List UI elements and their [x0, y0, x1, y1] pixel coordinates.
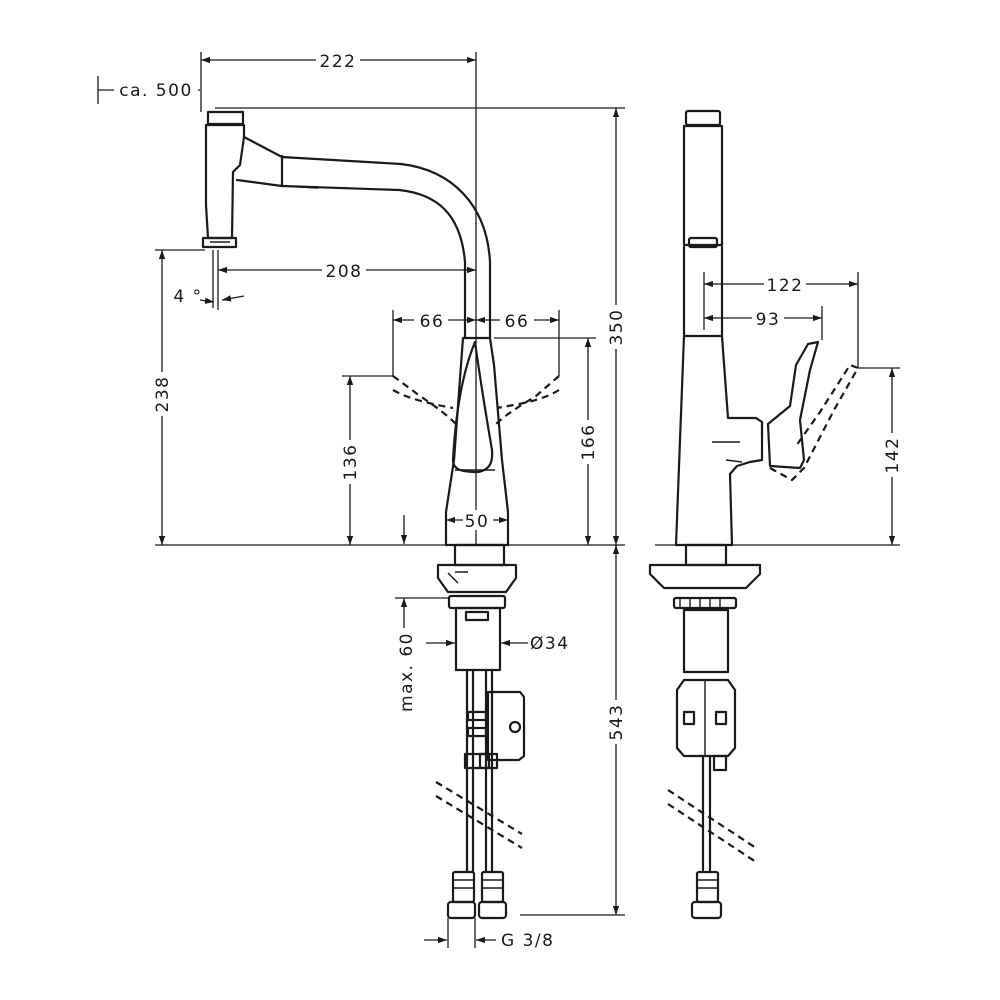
- mounting-assembly-side: [648, 543, 762, 920]
- spray-head-side: [682, 109, 724, 338]
- dim-g-3-8: G 3/8: [501, 931, 554, 951]
- dim-66-right: 66: [505, 312, 530, 332]
- dim-diameter-34: Ø34: [530, 634, 570, 654]
- dim-50: 50: [465, 512, 490, 532]
- dim-66-left: 66: [420, 312, 445, 332]
- dim-142: 142: [883, 437, 903, 474]
- mounting-assembly: [436, 543, 526, 920]
- lever-swing-left: [392, 375, 457, 425]
- dimension-labels: 222 ca. 500 208 4 ° 238 66 66 136 166 35…: [114, 50, 903, 951]
- dim-208: 208: [326, 262, 363, 282]
- hose-break-marks-side: [667, 789, 757, 863]
- lever-swing-right: [495, 375, 560, 425]
- dim-136: 136: [341, 444, 361, 481]
- dimension-lines: [97, 52, 900, 948]
- lever-swing-side: [769, 363, 860, 482]
- spray-head: [201, 110, 246, 249]
- dim-222: 222: [320, 52, 357, 72]
- front-view: [201, 110, 560, 920]
- dim-350: 350: [607, 309, 627, 346]
- side-view: [648, 109, 860, 920]
- spout: [235, 135, 492, 340]
- dim-ca-500: ca. 500: [119, 81, 193, 101]
- lever-side: [766, 340, 820, 470]
- dim-max-60: max. 60: [397, 632, 417, 712]
- dim-angle-4: 4 °: [173, 287, 202, 307]
- hose-break-marks: [435, 781, 523, 849]
- dim-238: 238: [153, 376, 173, 413]
- faucet-body-side: [674, 334, 764, 547]
- dim-93: 93: [756, 310, 781, 330]
- dim-122: 122: [767, 276, 804, 296]
- dim-543: 543: [607, 704, 627, 741]
- dim-166: 166: [579, 424, 599, 461]
